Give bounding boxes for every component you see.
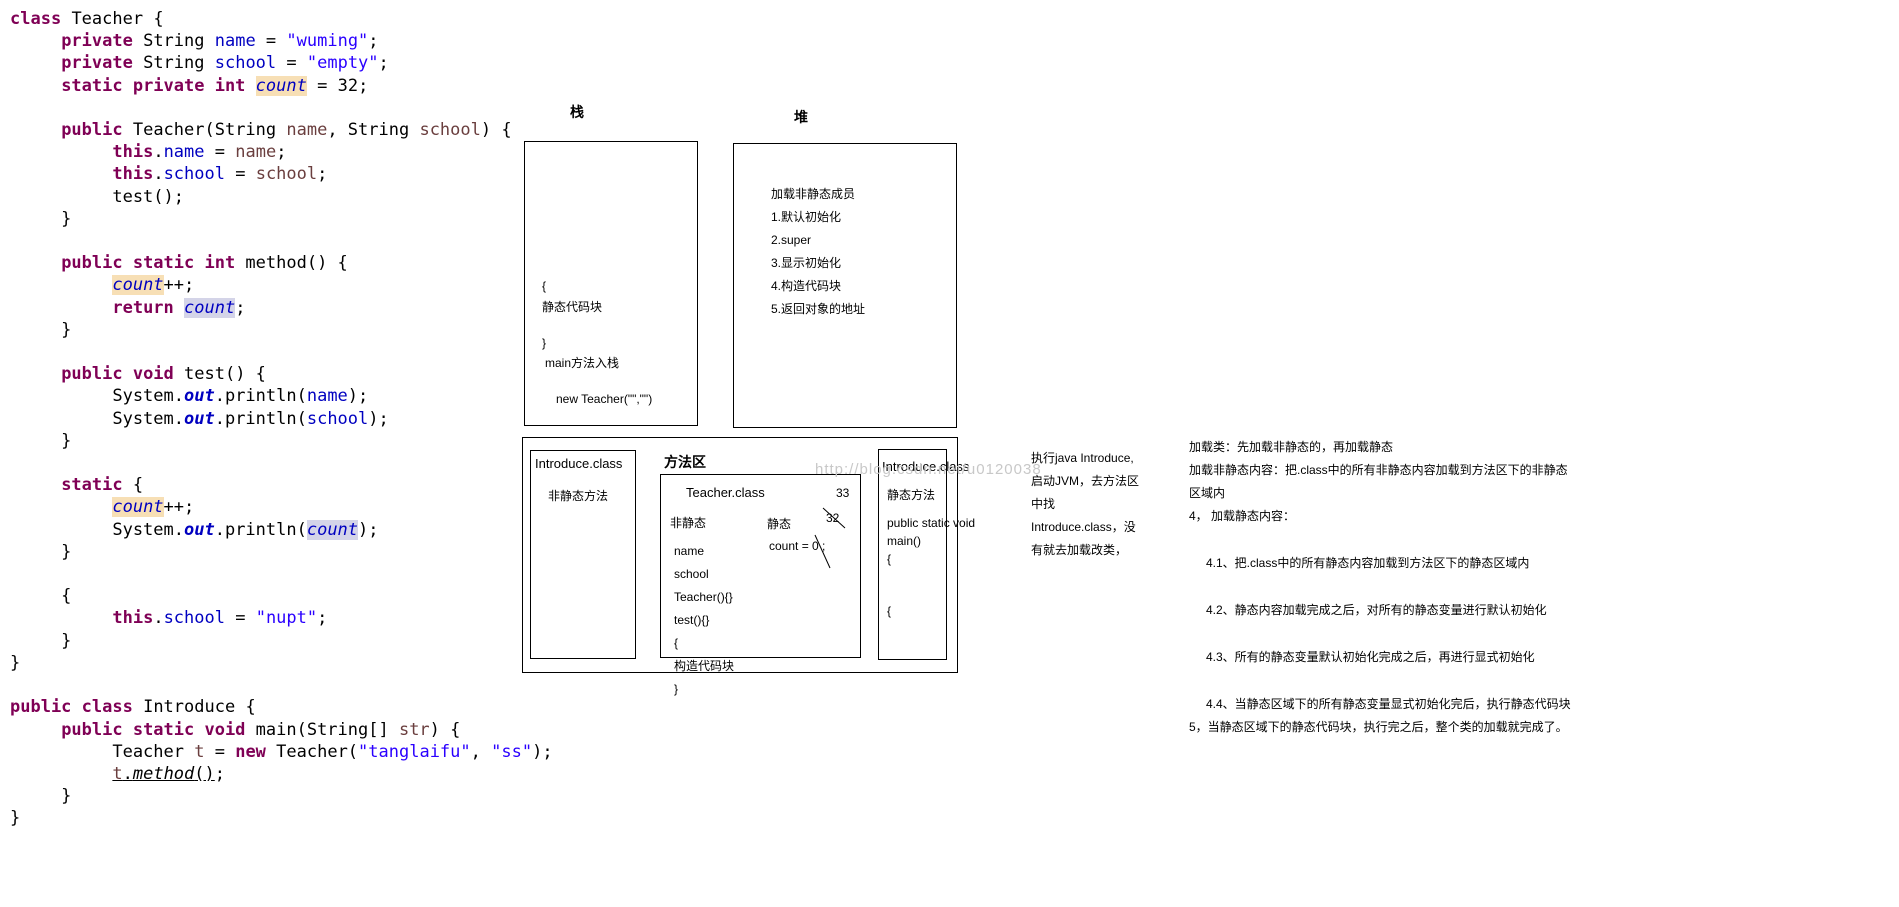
load-note-2: 区域内 — [1189, 486, 1226, 500]
load-note-1: 加载非静态内容：把.class中的所有非静态内容加载到方法区下的非静态 — [1189, 463, 1568, 477]
teacher-member: } — [674, 682, 679, 696]
introduce-non-static-methods: 非静态方法 — [548, 489, 609, 503]
exec-note-line: 中找 — [1031, 497, 1056, 511]
teacher-class-title: Teacher.class — [686, 485, 765, 500]
main-signature-line2: main() — [887, 534, 922, 548]
load-note-0: 加载类：先加载非静态的，再加载静态 — [1189, 440, 1394, 454]
strike-mark-0 — [814, 534, 831, 569]
strike-mark-32 — [822, 507, 846, 529]
method-area-box — [522, 437, 958, 673]
exec-note: 执行java Introduce, 启动JVM，去方法区 中找 Introduc… — [1031, 447, 1139, 562]
load-note-8: 5，当静态区域下的静态代码块，执行完之后，整个类的加载就完成了。 — [1189, 720, 1568, 734]
code-school-value: "empty" — [306, 53, 379, 74]
main-brace-open: { — [887, 552, 892, 566]
load-note-5: 4.2、静态内容加载完成之后，对所有的静态变量进行默认初始化 — [1206, 603, 1547, 617]
introduce-static-methods: 静态方法 — [887, 488, 936, 502]
code-listing: class Teacher { private String name = "w… — [10, 9, 553, 829]
heap-step: 1.默认初始化 — [771, 210, 842, 224]
teacher-member: test(){} — [674, 613, 710, 627]
code-teacher-class: Teacher — [71, 9, 144, 29]
code-arg2: "ss" — [491, 741, 533, 762]
heap-step: 3.显示初始化 — [771, 256, 842, 270]
heap-title: 堆 — [794, 109, 808, 125]
exec-note-line: 执行java Introduce, — [1031, 451, 1134, 465]
count-value-33: 33 — [836, 486, 850, 500]
exec-note-line: 有就去加载改类， — [1031, 543, 1128, 557]
load-note-4: 4.1、把.class中的所有静态内容加载到方法区下的静态区域内 — [1206, 556, 1530, 570]
code-count-value: 32 — [337, 75, 359, 96]
heap-steps: 加载非静态成员 1.默认初始化 2.super 3.显示初始化 4.构造代码块 … — [771, 183, 865, 321]
code-arg1: "tanglaifu" — [358, 741, 471, 762]
main-signature-line1: public static void — [887, 516, 976, 530]
introduce-class-right-box — [878, 449, 947, 660]
teacher-members: name school Teacher(){} test(){} { 构造代码块… — [674, 540, 734, 701]
heap-box — [733, 143, 957, 428]
heap-step: 2.super — [771, 233, 812, 247]
stack-static-block: 静态代码块 — [542, 300, 603, 314]
static-label: 静态 — [767, 517, 792, 531]
teacher-member: 构造代码块 — [674, 659, 735, 673]
stack-main-push: main方法入栈 — [545, 356, 620, 370]
heap-step: 4.构造代码块 — [771, 279, 842, 293]
exec-note-line: Introduce.class，没 — [1031, 520, 1136, 534]
stack-box — [524, 141, 698, 426]
static-count-field: count = 0 ; — [769, 539, 826, 553]
teacher-class-box — [660, 474, 861, 658]
code-name-value: "wuming" — [286, 31, 369, 52]
teacher-member: { — [674, 636, 679, 650]
teacher-member: school — [674, 567, 709, 581]
teacher-member: Teacher(){} — [674, 590, 733, 604]
heap-step: 5.返回对象的地址 — [771, 302, 866, 316]
stack-title: 栈 — [570, 104, 584, 120]
main-brace-second: { — [887, 604, 892, 618]
load-note-7: 4.4、当静态区域下的所有静态变量显式初始化完后，执行静态代码块 — [1206, 697, 1571, 711]
introduce-class-right-title: Introduce.class — [882, 459, 970, 474]
load-note-3: 4， 加载静态内容： — [1189, 509, 1296, 523]
teacher-member: name — [674, 544, 705, 558]
heap-step: 加载非静态成员 — [771, 187, 856, 201]
stack-new-teacher: new Teacher("","") — [556, 392, 653, 406]
stack-brace-open: { — [542, 279, 547, 293]
load-note-6: 4.3、所有的静态变量默认初始化完成之后，再进行显式初始化 — [1206, 650, 1535, 664]
method-area-title: 方法区 — [664, 454, 706, 470]
count-value-32: 32 — [826, 511, 840, 525]
code-school-assign: "nupt" — [255, 608, 318, 629]
exec-note-line: 启动JVM，去方法区 — [1031, 474, 1140, 488]
code-introduce-class: Introduce — [143, 697, 236, 718]
stack-brace-close: } — [542, 336, 547, 350]
non-static-label: 非静态 — [670, 516, 707, 530]
introduce-class-left-title: Introduce.class — [535, 456, 623, 471]
watermark: http://blog.csdn.net/u0120038 — [815, 461, 1042, 478]
introduce-class-left-box — [530, 450, 636, 659]
